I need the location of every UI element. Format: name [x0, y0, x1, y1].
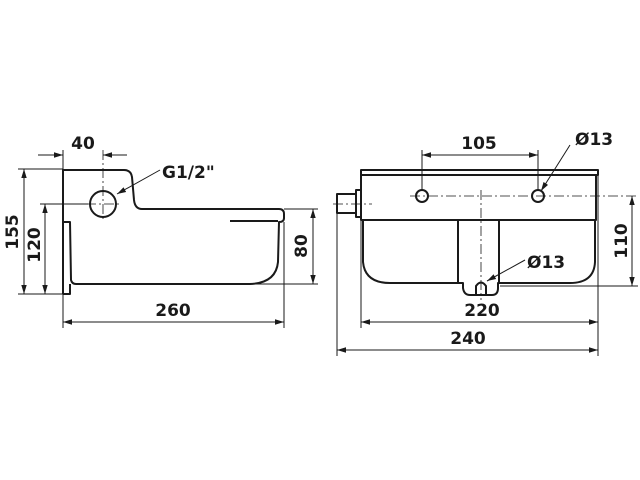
drain-notch: [458, 282, 499, 296]
dim-total-height: 155: [3, 214, 23, 250]
dim-bowl-height: 80: [292, 234, 312, 258]
front-view: 105 Ø13 Ø13 110 220 240: [333, 130, 638, 356]
dim-hole-spacing: 105: [461, 134, 497, 154]
dim-mount-hole: Ø13: [575, 130, 613, 150]
dim-height: 110: [612, 223, 632, 259]
left-bowl: [362, 220, 459, 284]
dim-total-width: 240: [450, 329, 486, 349]
dim-length: 260: [155, 301, 191, 321]
inlet-pipe: [336, 193, 357, 214]
top-rim: [360, 169, 599, 176]
thread-label: G1/2": [162, 163, 215, 183]
dim-hole-offset: 40: [71, 134, 95, 154]
trough-front-outline: [360, 175, 597, 221]
right-bowl: [498, 220, 596, 284]
side-view: 40 G1/2" 155 120 80 260: [3, 134, 318, 328]
dim-drain-hole: Ø13: [527, 253, 565, 273]
dim-inner-width: 220: [464, 301, 500, 321]
dim-hole-height: 120: [25, 227, 45, 263]
trough-side-outline: [62, 169, 285, 294]
back-plate: [63, 284, 71, 295]
inlet-nut: [355, 189, 362, 218]
